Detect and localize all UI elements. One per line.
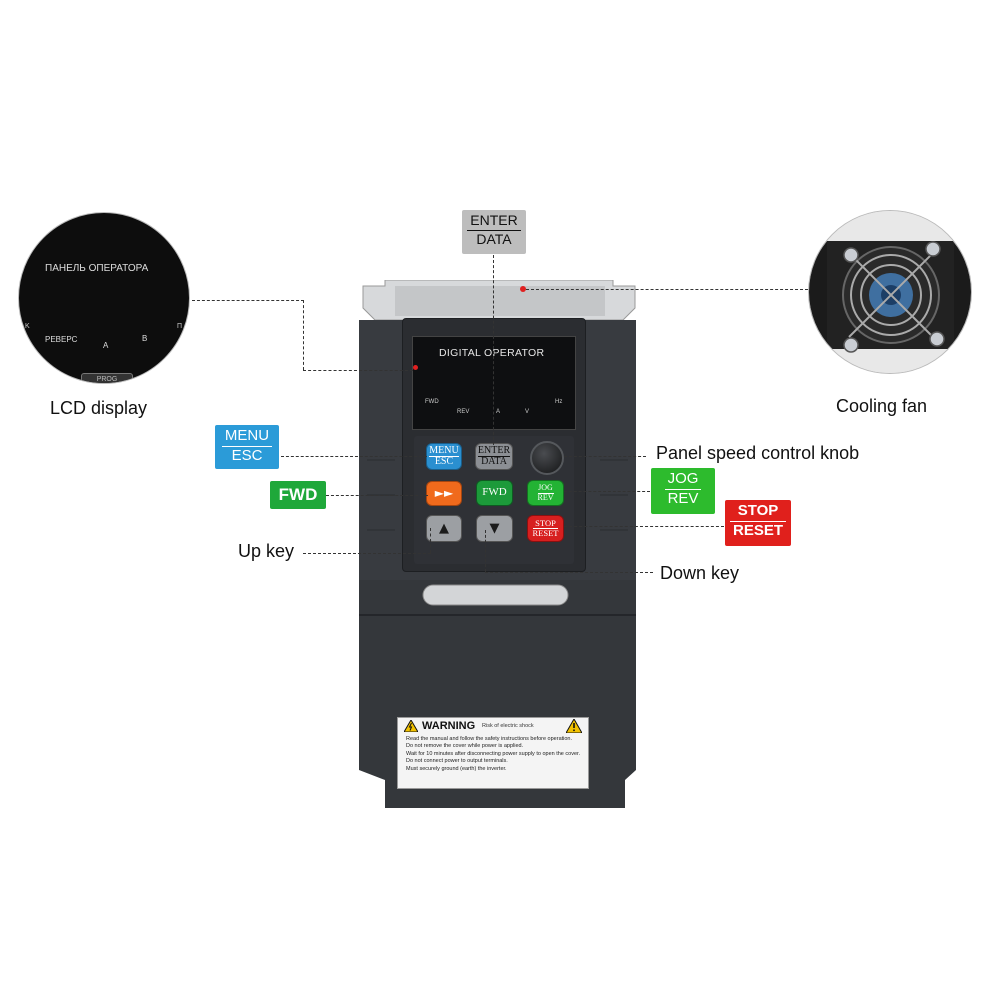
panel-hz-label: Hz [555, 399, 563, 405]
run-key-icon: ►► [434, 486, 454, 501]
panel-fwd-label: FWD [425, 399, 439, 405]
cooling-fan-label: Cooling fan [836, 396, 928, 416]
fwd-tag-label: FWD [278, 485, 318, 504]
jog-tag-bottom: REV [667, 489, 699, 507]
lcd-zoom-edge-right: П [177, 323, 183, 330]
panel-v-label: V [525, 409, 530, 415]
up-leader-v [430, 528, 431, 553]
jog-leader [564, 491, 650, 492]
up-arrow-icon: ▲ [439, 520, 449, 536]
warning-line-4: Do not connect power to output terminals… [406, 758, 508, 764]
lcd-zoom-edge-left: K [25, 323, 30, 330]
fan-leader [526, 289, 808, 290]
run-key[interactable]: ►► [426, 481, 462, 506]
lcd-leader-h2 [303, 370, 413, 371]
warning-line-3: Wait for 10 minutes after disconnecting … [406, 750, 581, 757]
cooling-fan-illustration [809, 211, 971, 373]
enter-key-top: ENTER [477, 444, 511, 457]
down-leader-h [485, 572, 653, 573]
up-leader-h [303, 553, 431, 554]
jog-rev-tag: JOG REV [651, 468, 715, 514]
enter-tag-bottom: DATA [476, 230, 512, 247]
lcd-zoom-circle: ПАНЕЛЬ ОПЕРАТОРА K РЕВЕРС A B П PROG [18, 212, 190, 384]
knob-leader [564, 456, 646, 457]
warning-line-5: Must securely ground (earth) the inverte… [406, 765, 507, 772]
warning-triangle-icon-right [566, 719, 582, 733]
lcd-zoom-title: ПАНЕЛЬ ОПЕРАТОРА [45, 263, 149, 274]
lcd-display-label: LCD display [50, 398, 148, 418]
panel-lcd-screen: DIGITAL OPERATOR FWD REV A V Hz [412, 336, 576, 430]
warning-title: WARNING [422, 720, 476, 732]
menu-key-top: MENU [429, 444, 459, 457]
cooling-fan-circle [808, 210, 972, 374]
stop-key-bottom: RESET [532, 528, 559, 538]
speed-control-knob[interactable] [530, 441, 564, 475]
speed-knob-label: Panel speed control knob [656, 443, 860, 463]
down-leader-v [485, 530, 486, 572]
up-key[interactable]: ▲ [426, 515, 462, 542]
lcd-leader-h1 [192, 300, 304, 301]
panel-a-label: A [496, 409, 501, 415]
jog-key-bottom: REV [537, 492, 554, 502]
top-callout-dot [520, 286, 526, 292]
fwd-leader [326, 495, 428, 496]
menu-leader [281, 456, 427, 457]
menu-key-bottom: ESC [434, 456, 454, 467]
enter-key-bottom: DATA [481, 456, 507, 467]
stop-key-top: STOP [532, 519, 559, 529]
down-key-label: Down key [660, 563, 740, 583]
down-key[interactable]: ▼ [476, 515, 513, 542]
stop-tag-top: STOP [729, 502, 786, 522]
down-arrow-icon: ▼ [489, 520, 500, 536]
stop-leader [564, 526, 724, 527]
menu-esc-tag: MENU ESC [215, 425, 279, 469]
stop-tag-bottom: RESET [732, 521, 783, 539]
jog-key-top: JOG [537, 483, 554, 494]
lcd-zoom-bottom-button: PROG [81, 373, 133, 383]
fwd-tag: FWD [270, 481, 326, 509]
stop-reset-tag: STOP RESET [725, 500, 791, 546]
panel-title: DIGITAL OPERATOR [439, 347, 545, 359]
panel-indicator-led [413, 365, 418, 370]
jog-tag-top: JOG [664, 470, 702, 490]
up-key-label: Up key [238, 541, 295, 561]
lcd-zoom-b: B [142, 334, 148, 343]
lcd-leader-v [303, 300, 304, 370]
warning-line-2: Do not remove the cover while power is a… [406, 743, 524, 749]
lcd-zoom-a: A [103, 341, 109, 350]
warning-line-1: Read the manual and follow the safety in… [406, 735, 573, 742]
enter-data-tag: ENTER DATA [462, 210, 526, 254]
fwd-key[interactable]: FWD [476, 480, 513, 506]
menu-tag-top: MENU [221, 427, 273, 447]
enter-tag-top: ENTER [467, 212, 521, 231]
panel-rev-label: REV [457, 409, 470, 415]
warning-label: WARNING Risk of electric shock Read the … [397, 717, 589, 789]
fwd-key-label: FWD [482, 486, 507, 499]
lcd-zoom-bottom-label: PROG [96, 376, 118, 383]
warning-triangle-icon-left [404, 720, 418, 732]
warning-subtitle: Risk of electric shock [482, 723, 534, 729]
menu-tag-bottom: ESC [231, 446, 263, 464]
lcd-zoom-reverse: РЕВЕРС [45, 335, 78, 344]
enter-leader-v [493, 255, 494, 445]
